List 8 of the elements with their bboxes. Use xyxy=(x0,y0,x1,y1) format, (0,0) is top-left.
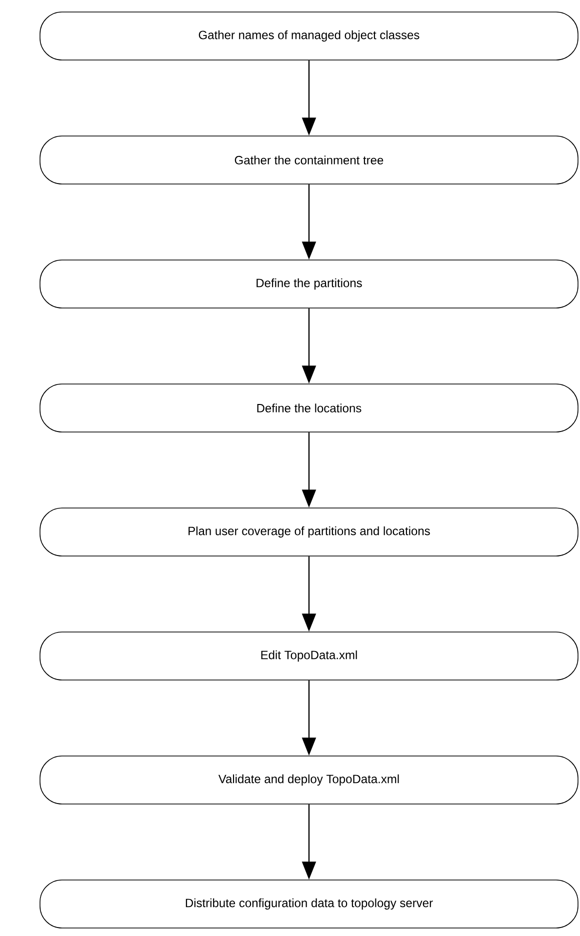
process-box: Define the locations xyxy=(40,384,578,432)
process-box: Edit TopoData.xml xyxy=(40,632,578,680)
process-box: Distribute configuration data to topology server xyxy=(40,880,578,928)
process-box: Validate and deploy TopoData.xml xyxy=(40,756,578,804)
process-box: Plan user coverage of partitions and locations xyxy=(40,508,578,556)
process-box: Define the partitions xyxy=(40,260,578,308)
process-box: Gather the containment tree xyxy=(40,136,578,184)
process-box: Gather names of managed object classes xyxy=(40,12,578,60)
